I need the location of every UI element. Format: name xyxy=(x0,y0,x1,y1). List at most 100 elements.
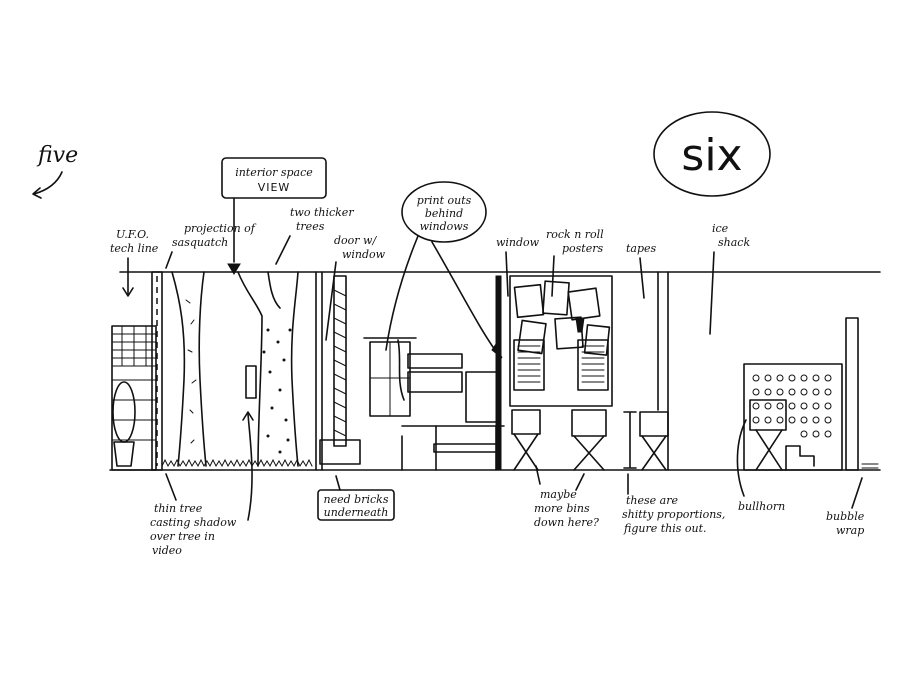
bin-1-stand xyxy=(513,433,539,471)
brick-house xyxy=(111,325,157,471)
ice-label-1: ice xyxy=(712,222,729,235)
maybe-3: down here? xyxy=(534,516,599,529)
ice-arrow xyxy=(709,251,715,335)
bubble-wrap xyxy=(861,463,879,469)
thicker-arrow xyxy=(275,235,291,265)
six-text: six xyxy=(681,130,742,181)
grass xyxy=(161,458,313,468)
thin-tree xyxy=(171,271,207,467)
projection-arrow xyxy=(165,251,173,269)
these-1: these are xyxy=(626,494,678,507)
maybe-2: more bins xyxy=(534,502,590,515)
chair-back xyxy=(465,371,501,423)
thin-tree-1: thin tree xyxy=(154,502,203,515)
furniture xyxy=(401,353,505,471)
big-tree-right xyxy=(290,271,299,467)
door-label-1: door w/ xyxy=(334,234,377,247)
projection-label-1: projection of xyxy=(184,222,257,235)
posters-wall xyxy=(509,275,613,407)
shack-chimney xyxy=(845,317,859,471)
thicker-trees xyxy=(237,271,299,467)
thin-tree-bark xyxy=(185,299,197,444)
thin-tree-right xyxy=(198,271,207,467)
ufo-label-2: tech line xyxy=(110,242,159,255)
five-text: five xyxy=(36,143,78,168)
ufo-tech-line xyxy=(151,271,163,471)
shrub-pot xyxy=(113,441,135,467)
window-arrow xyxy=(505,251,509,297)
big-tree-bark xyxy=(262,328,292,454)
big-tree-fork xyxy=(267,271,281,309)
curtain-window xyxy=(363,337,417,417)
door-hatching xyxy=(333,289,347,437)
these-2: shitty proportions, xyxy=(622,508,725,521)
shack-steps xyxy=(785,445,815,471)
bullhorn-label: bullhorn xyxy=(738,500,785,513)
these-3: figure this out. xyxy=(623,522,707,535)
thin-tree-arrow-2 xyxy=(247,413,253,521)
maybe-arrow-1 xyxy=(535,465,541,485)
shack-wall xyxy=(743,363,843,471)
divider-post xyxy=(495,275,502,471)
shack-box xyxy=(749,399,787,431)
tapes-label: tapes xyxy=(626,242,657,255)
ufo-label-1: U.F.O. xyxy=(116,228,149,241)
brick-stand xyxy=(319,439,361,465)
interior-space-text: interior space xyxy=(235,166,313,179)
printouts-2: behind xyxy=(425,207,463,220)
projection-label-2: sasquatch xyxy=(172,236,228,249)
interior-view-arrowhead xyxy=(227,263,241,275)
thicker-label-2: trees xyxy=(296,220,325,233)
interior-view-box xyxy=(221,157,327,199)
wall-switch xyxy=(245,365,257,399)
need-bricks-arrow xyxy=(335,475,341,491)
six-label: six xyxy=(653,111,771,197)
bins xyxy=(511,409,669,471)
bubble-arrow xyxy=(851,477,863,509)
bin-1 xyxy=(511,409,541,435)
thin-tree-arrowhead-2 xyxy=(242,411,254,421)
bubble-1: bubble xyxy=(826,510,865,523)
ice-label-2: shack xyxy=(718,236,750,249)
thin-tree-left xyxy=(171,271,186,467)
need-bricks-1: need bricks xyxy=(324,493,389,506)
tapes-arrow xyxy=(639,257,645,299)
ice-shack xyxy=(743,317,879,471)
maybe-1: maybe xyxy=(540,488,577,501)
window-label: window xyxy=(496,236,540,249)
big-tree-left xyxy=(237,271,263,467)
thicker-label-1: two thicker xyxy=(290,206,354,219)
need-bricks-box xyxy=(317,489,395,521)
bin-3-stand xyxy=(641,435,667,471)
shack-stand xyxy=(755,429,783,471)
thin-tree-3: over tree in xyxy=(150,530,215,543)
rock-label-1: rock n roll xyxy=(546,228,604,241)
bin-2-stand xyxy=(573,435,605,471)
shrub xyxy=(112,381,136,443)
view-text: VIEW xyxy=(258,181,291,194)
thin-tree-2: casting shadow xyxy=(150,516,237,529)
posters-area xyxy=(509,275,613,407)
door-leaf xyxy=(333,275,347,447)
five-arrowhead xyxy=(32,187,42,199)
bubble-2: wrap xyxy=(836,524,864,537)
curtain xyxy=(397,339,405,401)
shack-grid xyxy=(752,374,832,438)
rock-label-2: posters xyxy=(562,242,603,255)
five-label: five xyxy=(32,143,78,199)
bin-2 xyxy=(571,409,607,437)
proportion-marker xyxy=(623,411,637,469)
poster-window-left xyxy=(513,339,545,391)
door xyxy=(315,271,361,471)
ufo-arrowhead xyxy=(122,287,134,297)
shelf-top xyxy=(407,353,463,369)
printouts-3: windows xyxy=(420,220,469,233)
door-label-2: window xyxy=(342,248,386,261)
thin-tree-arrow-1 xyxy=(165,473,177,501)
bench xyxy=(433,443,499,453)
shelf-mid xyxy=(407,371,463,393)
ufo-tech-column xyxy=(151,271,163,471)
lava-lamp xyxy=(575,317,585,333)
bin-3 xyxy=(639,411,669,437)
